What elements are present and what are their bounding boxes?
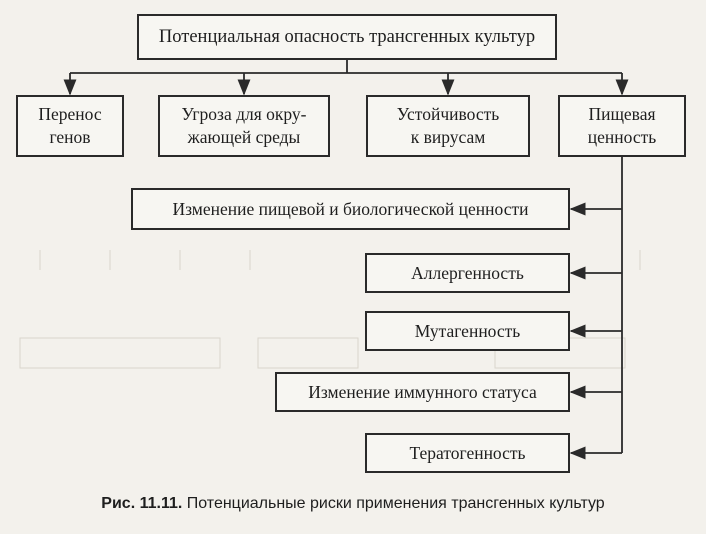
effect-teratogenicity-box: Тератогенность [365,433,570,473]
effect-allergenicity-box: Аллергенность [365,253,570,293]
effect-immune-status-label: Изменение иммунного статуса [308,381,537,402]
effect-mutagenicity-label: Мутагенность [414,320,521,341]
root-node-label: Потенциальная опасность трансгенных куль… [158,26,536,47]
category-food-value-box: Пищевая ценность [558,95,686,157]
effect-mutagenicity-box: Мутагенность [365,311,570,351]
category-food-value-label: Пищевая ценность [587,104,657,147]
category-gene-transfer-label: Перенос генов [38,104,102,147]
category-virus-resistance-label: Устойчивость к вирусам [396,104,500,147]
effect-nutrition-change-box: Изменение пищевой и биологической ценнос… [131,188,570,230]
root-node-box: Потенциальная опасность трансгенных куль… [137,14,557,60]
figure-caption: Рис. 11.11. Потенциальные риски применен… [0,495,706,513]
figure-caption-text: Потенциальные риски применения трансгенн… [182,495,605,512]
figure-caption-number: Рис. 11.11. [101,495,183,512]
category-gene-transfer-box: Перенос генов [16,95,124,157]
effect-nutrition-change-label: Изменение пищевой и биологической ценнос… [172,198,529,219]
category-environment-threat-box: Угроза для окру- жающей среды [158,95,330,157]
category-environment-threat-label: Угроза для окру- жающей среды [181,104,307,147]
effect-allergenicity-label: Аллергенность [411,262,524,283]
effect-teratogenicity-label: Тератогенность [409,442,526,463]
effect-immune-status-box: Изменение иммунного статуса [275,372,570,412]
category-virus-resistance-box: Устойчивость к вирусам [366,95,530,157]
